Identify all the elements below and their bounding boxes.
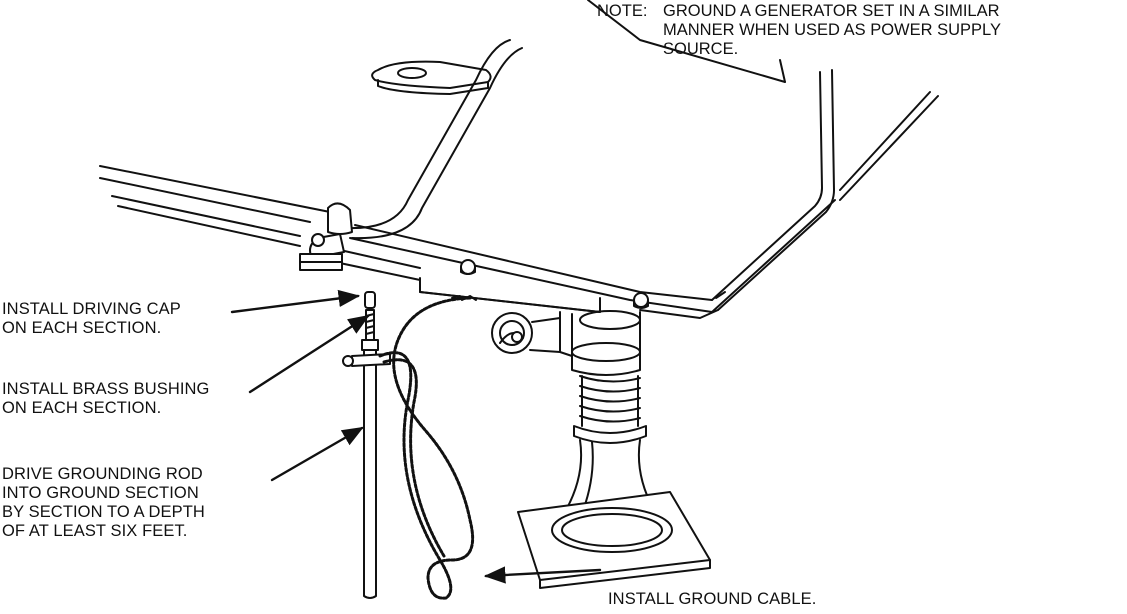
brass-bushing-line-1: INSTALL BRASS BUSHING bbox=[2, 380, 210, 398]
shelter-side-frame bbox=[587, 0, 939, 319]
note-line-3: SOURCE. bbox=[663, 40, 739, 58]
note-line-1: GROUND A GENERATOR SET IN A SIMILAR bbox=[663, 2, 1000, 20]
tubular-frame-bow bbox=[345, 39, 523, 240]
grounding-rod bbox=[342, 291, 391, 599]
grounding-rod-line-2: INTO GROUND SECTION bbox=[2, 484, 199, 502]
note-prefix: NOTE: bbox=[597, 2, 648, 20]
callout-ground-cable: INSTALL GROUND CABLE. bbox=[608, 590, 816, 609]
callout-grounding-rod: DRIVE GROUNDING ROD INTO GROUND SECTION … bbox=[2, 465, 205, 541]
grounding-rod-line-1: DRIVE GROUNDING ROD bbox=[2, 465, 203, 483]
shelter-frame-rails bbox=[99, 165, 713, 313]
callout-brass-bushing: INSTALL BRASS BUSHING ON EACH SECTION. bbox=[2, 380, 210, 418]
jack-mounting-plate bbox=[419, 259, 649, 313]
driving-cap-line-1: INSTALL DRIVING CAP bbox=[2, 300, 181, 318]
rail-clamp bbox=[299, 202, 353, 271]
jack-base-plate bbox=[517, 491, 711, 589]
grounding-rod-line-3: BY SECTION TO A DEPTH bbox=[2, 503, 205, 521]
jack-crank-knob bbox=[491, 312, 561, 354]
lifting-eye-washer bbox=[371, 60, 492, 95]
grounding-rod-line-4: OF AT LEAST SIX FEET. bbox=[2, 522, 188, 540]
callout-leaders bbox=[230, 289, 602, 584]
driving-cap-line-2: ON EACH SECTION. bbox=[2, 319, 162, 337]
ground-cable bbox=[378, 296, 475, 600]
note-text: GROUND A GENERATOR SET IN A SIMILAR MANN… bbox=[663, 2, 1001, 59]
callout-driving-cap: INSTALL DRIVING CAP ON EACH SECTION. bbox=[2, 300, 181, 338]
brass-bushing-line-2: ON EACH SECTION. bbox=[2, 399, 162, 417]
note-line-2: MANNER WHEN USED AS POWER SUPPLY bbox=[663, 21, 1002, 39]
ground-cable-line-1: INSTALL GROUND CABLE. bbox=[608, 590, 817, 608]
